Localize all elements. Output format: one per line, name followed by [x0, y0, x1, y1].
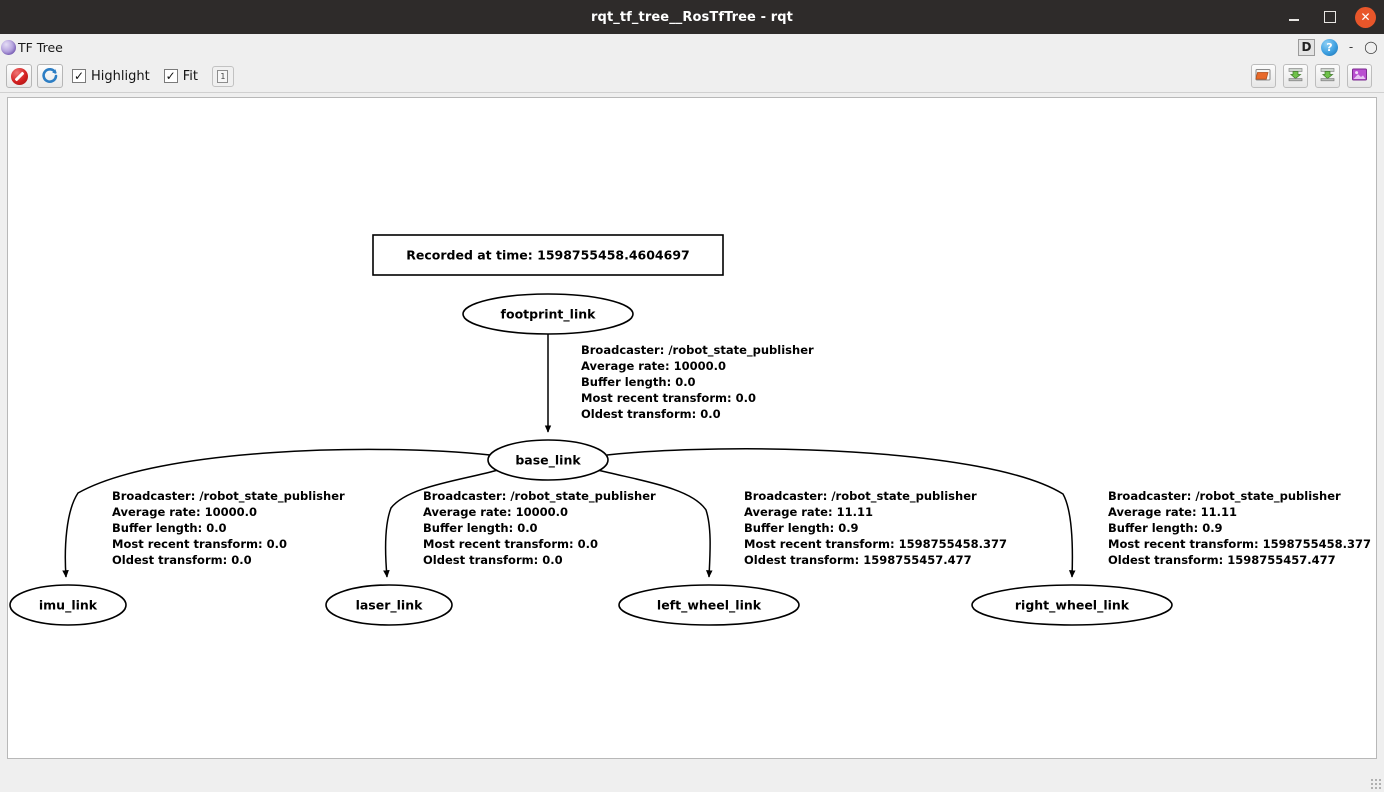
window-controls: ✕: [1283, 0, 1376, 34]
tf-graph-svg[interactable]: Recorded at time: 1598755458.4604697 foo…: [8, 98, 1376, 758]
window-title: rqt_tf_tree__RosTfTree - rqt: [591, 9, 793, 25]
node-footprint-link-label: footprint_link: [501, 307, 597, 323]
window-resize-grip[interactable]: [1369, 777, 1382, 790]
edge-label-line: Average rate: 10000.0: [423, 505, 568, 519]
edge-label-line: Average rate: 10000.0: [112, 505, 257, 519]
edge-label-line: Broadcaster: /robot_state_publisher: [112, 489, 345, 504]
edge-label-base-to-left-wheel: Broadcaster: /robot_state_publisher Aver…: [744, 489, 1007, 567]
dock-title-right: D ? - ◯: [1298, 38, 1384, 56]
dock-widget-titlebar: TF Tree D ? - ◯: [0, 34, 1384, 60]
folder-icon: [1255, 67, 1272, 86]
node-footprint-link[interactable]: footprint_link: [462, 293, 634, 335]
edge-label-line: Broadcaster: /robot_state_publisher: [581, 343, 814, 358]
edge-label-line: Buffer length: 0.0: [423, 521, 538, 535]
edge-label-line: Broadcaster: /robot_state_publisher: [1108, 489, 1341, 504]
node-left-wheel-link-label: left_wheel_link: [657, 598, 762, 614]
stop-icon: [10, 67, 28, 85]
edge-base-to-imu[interactable]: [62, 448, 491, 578]
save-image-button[interactable]: [1347, 64, 1372, 88]
save-dot-button[interactable]: [1283, 64, 1308, 88]
window-minimize-button[interactable]: [1283, 6, 1305, 28]
fit-checkbox-label: Fit: [182, 68, 198, 84]
edge-label-line: Average rate: 11.11: [744, 505, 873, 519]
node-right-wheel-link-label: right_wheel_link: [1015, 598, 1130, 614]
edge-base-to-left-wheel[interactable]: [597, 469, 713, 578]
tf-tree-sphere-icon: [1, 39, 16, 55]
dock-minimize-button[interactable]: -: [1348, 40, 1354, 54]
highlight-checkbox[interactable]: ✓ Highlight: [72, 69, 150, 84]
fit-in-view-button[interactable]: 1: [211, 65, 234, 87]
load-dot-button[interactable]: [1251, 64, 1276, 88]
fit-checkbox-box[interactable]: ✓: [163, 69, 178, 83]
toolbar-right-group: [1251, 64, 1378, 88]
edge-label-line: Oldest transform: 0.0: [423, 553, 563, 567]
node-laser-link-label: laser_link: [356, 598, 424, 614]
edge-label-base-to-right-wheel: Broadcaster: /robot_state_publisher Aver…: [1108, 489, 1371, 567]
edge-label-line: Most recent transform: 0.0: [423, 537, 598, 551]
refresh-graph-button[interactable]: [37, 64, 63, 88]
save-svg-button[interactable]: [1315, 64, 1340, 88]
dock-widget-title: TF Tree: [18, 39, 63, 55]
dock-d-button[interactable]: D: [1298, 38, 1315, 56]
edge-label-footprint-to-base: Broadcaster: /robot_state_publisher Aver…: [581, 343, 814, 421]
recorded-time-text: Recorded at time: 1598755458.4604697: [406, 248, 689, 263]
window-maximize-button[interactable]: [1319, 6, 1341, 28]
edge-label-line: Buffer length: 0.9: [744, 521, 859, 535]
edge-label-line: Most recent transform: 1598755458.377: [1108, 537, 1371, 551]
node-imu-link-label: imu_link: [39, 598, 98, 614]
edge-base-to-right-wheel[interactable]: [606, 448, 1076, 578]
node-imu-link[interactable]: imu_link: [9, 584, 127, 626]
refresh-icon: [41, 67, 59, 85]
edge-label-line: Average rate: 11.11: [1108, 505, 1237, 519]
edge-label-line: Most recent transform: 0.0: [581, 391, 756, 405]
node-right-wheel-link[interactable]: right_wheel_link: [971, 584, 1173, 626]
edge-label-line: Oldest transform: 0.0: [581, 407, 721, 421]
edge-label-line: Most recent transform: 1598755458.377: [744, 537, 1007, 551]
node-base-link[interactable]: base_link: [487, 439, 609, 481]
edge-base-to-laser[interactable]: [383, 469, 499, 578]
edge-label-line: Oldest transform: 1598755457.477: [1108, 553, 1336, 567]
edge-label-base-to-laser: Broadcaster: /robot_state_publisher Aver…: [423, 489, 656, 567]
window-close-button[interactable]: ✕: [1355, 6, 1376, 28]
edge-label-line: Most recent transform: 0.0: [112, 537, 287, 551]
edge-label-line: Average rate: 10000.0: [581, 359, 726, 373]
node-left-wheel-link[interactable]: left_wheel_link: [618, 584, 800, 626]
edge-label-line: Buffer length: 0.0: [112, 521, 227, 535]
edge-label-line: Buffer length: 0.0: [581, 375, 696, 389]
recorded-time-banner: Recorded at time: 1598755458.4604697: [372, 234, 724, 276]
save-svg-icon: [1319, 67, 1336, 86]
highlight-checkbox-box[interactable]: ✓: [72, 69, 86, 83]
edge-label-line: Oldest transform: 1598755457.477: [744, 553, 972, 567]
help-icon[interactable]: ?: [1321, 38, 1338, 56]
window-titlebar: rqt_tf_tree__RosTfTree - rqt ✕: [0, 0, 1384, 34]
fit-in-view-label: 1: [217, 69, 229, 83]
node-laser-link[interactable]: laser_link: [325, 584, 453, 626]
save-dot-icon: [1287, 67, 1304, 86]
edge-label-base-to-imu: Broadcaster: /robot_state_publisher Aver…: [112, 489, 345, 567]
node-base-link-label: base_link: [515, 453, 581, 469]
image-icon: [1351, 67, 1368, 86]
dock-float-button[interactable]: ◯: [1364, 40, 1378, 54]
toolbar: ✓ Highlight ✓ Fit 1: [0, 60, 1384, 93]
edge-label-line: Broadcaster: /robot_state_publisher: [423, 489, 656, 504]
highlight-checkbox-label: Highlight: [91, 68, 150, 84]
edge-label-line: Buffer length: 0.9: [1108, 521, 1223, 535]
pause-refresh-button[interactable]: [6, 64, 32, 88]
fit-checkbox[interactable]: ✓ Fit: [163, 68, 198, 84]
edge-label-line: Broadcaster: /robot_state_publisher: [744, 489, 977, 504]
tf-graph-canvas[interactable]: Recorded at time: 1598755458.4604697 foo…: [7, 97, 1377, 759]
dock-title-left: TF Tree: [0, 39, 63, 55]
edge-label-line: Oldest transform: 0.0: [112, 553, 252, 567]
